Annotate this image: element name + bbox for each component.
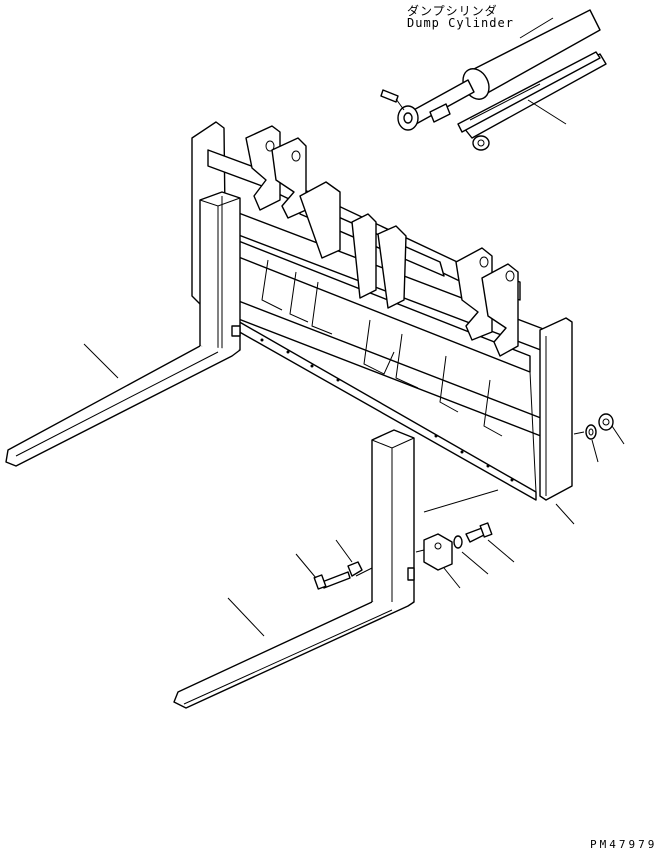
fork-carriage-frame (191, 121, 573, 501)
dump-cylinder-label-jp: ダンプシリンダ (407, 4, 498, 18)
fork-bolt-hardware (295, 539, 373, 590)
left-fork (5, 191, 241, 467)
right-fork (173, 429, 415, 709)
dump-cylinder (380, 9, 607, 151)
stopper-hardware (415, 489, 515, 589)
drawing-number: PM47979 (590, 838, 658, 851)
dump-cylinder-label-en: Dump Cylinder (407, 16, 514, 30)
right-hardware (555, 413, 625, 525)
